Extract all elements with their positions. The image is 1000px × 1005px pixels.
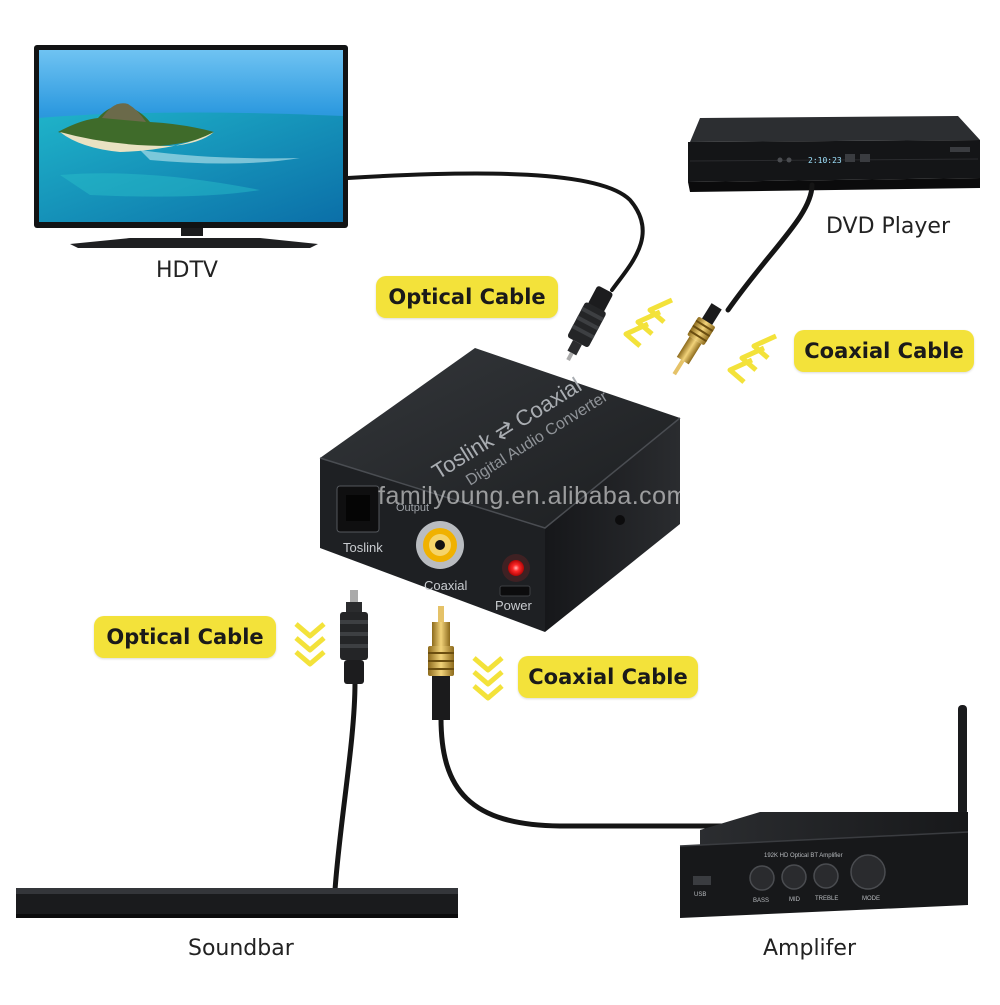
amp-usb-text: USB bbox=[694, 892, 706, 898]
optical-plug-top bbox=[566, 286, 613, 361]
dvd-display-text: 2:10:23 bbox=[808, 156, 842, 165]
soundbar-device bbox=[16, 888, 458, 918]
port-power-label: Power bbox=[495, 598, 533, 613]
optical-cable-top-label: Optical Cable bbox=[376, 276, 558, 318]
optical-plug-bottom bbox=[340, 590, 368, 684]
coaxial-cable-bottom-label: Coaxial Cable bbox=[518, 656, 698, 698]
amplifier-device: 192K HD Optical BT Amplifier USB BASS MI… bbox=[679, 705, 969, 918]
hdtv-label: HDTV bbox=[156, 258, 218, 283]
amp-mid-text: MID bbox=[789, 897, 801, 903]
coaxial-plug-top bbox=[672, 303, 722, 376]
arrows-optical-top bbox=[623, 297, 674, 348]
optical-cable-bottom-label: Optical Cable bbox=[94, 616, 276, 658]
cable-wires bbox=[332, 171, 815, 893]
amp-bass-text: BASS bbox=[753, 898, 769, 904]
dvd-player-device: 2:10:23 bbox=[688, 116, 980, 192]
hdtv-device bbox=[34, 45, 348, 248]
arrows-optical-bottom bbox=[294, 622, 326, 667]
arrows-coaxial-top bbox=[727, 333, 778, 384]
coaxial-cable-top-label: Coaxial Cable bbox=[794, 330, 974, 372]
soundbar-label: Soundbar bbox=[188, 936, 294, 961]
amp-model-text: 192K HD Optical BT Amplifier bbox=[764, 853, 843, 859]
port-toslink-label: Toslink bbox=[343, 540, 383, 555]
port-coaxial-label: Coaxial bbox=[424, 578, 467, 593]
arrows-coaxial-bottom bbox=[472, 656, 504, 701]
coaxial-plug-bottom bbox=[428, 606, 454, 720]
converter-box: Toslink ⇄ Coaxial Digital Audio Converte… bbox=[319, 348, 681, 632]
amp-mode-text: MODE bbox=[862, 896, 880, 902]
port-output-label: Output bbox=[396, 502, 429, 514]
amp-treble-text: TREBLE bbox=[815, 896, 838, 902]
watermark: familyoung.en.alibaba.com bbox=[378, 482, 688, 510]
amplifier-label: Amplifer bbox=[763, 936, 856, 961]
dvd-player-label: DVD Player bbox=[826, 214, 950, 239]
